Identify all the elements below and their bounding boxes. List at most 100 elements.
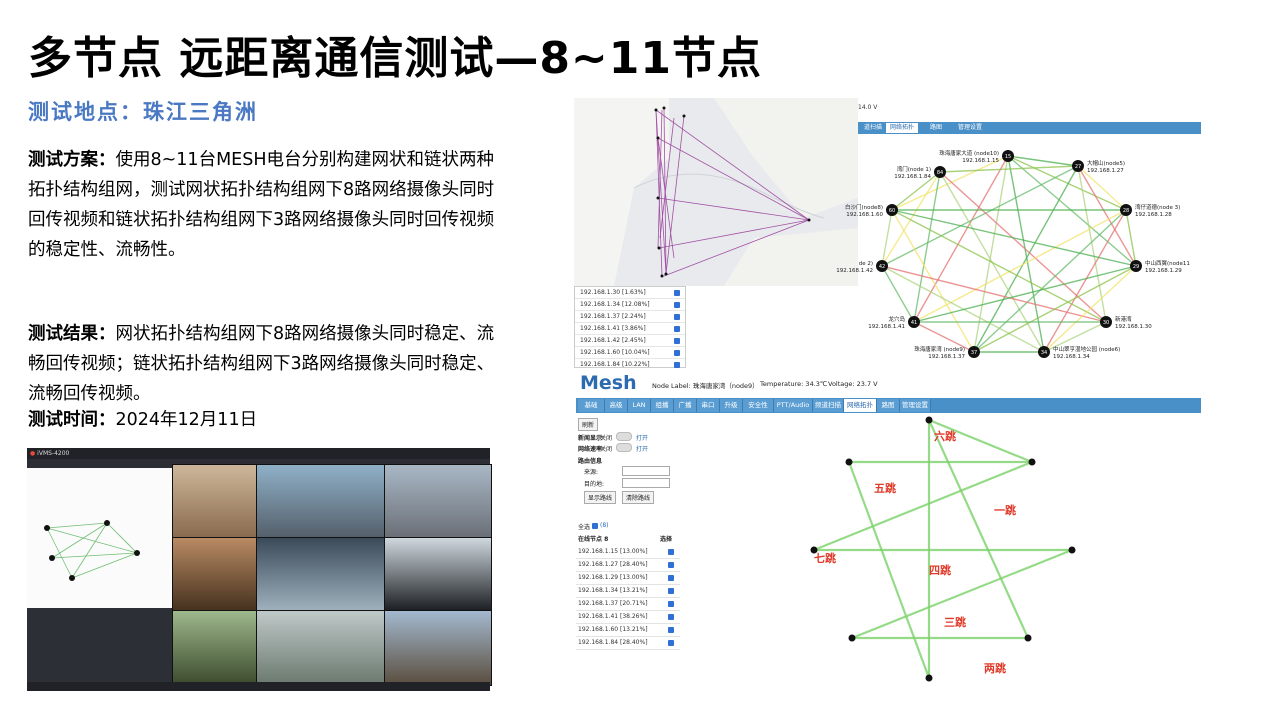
topology-node[interactable] bbox=[934, 166, 946, 178]
online-node-row: 192.168.1.27 [28.40%] bbox=[576, 559, 680, 572]
test-plan-label: 测试方案： bbox=[28, 150, 116, 170]
chain-node[interactable] bbox=[810, 546, 818, 554]
topology-node-ip: 192.168.1.84 bbox=[894, 174, 931, 180]
chain-node[interactable] bbox=[845, 458, 853, 466]
mesh-tab[interactable]: 频道扫描 bbox=[813, 399, 844, 412]
topo-tab[interactable]: 道扫描 bbox=[864, 124, 883, 131]
online-node-row: 192.168.1.60 [13.21%] bbox=[576, 624, 680, 637]
voltage-readout: 14.0 V bbox=[858, 104, 878, 111]
online-node-checkbox[interactable] bbox=[668, 627, 674, 633]
topology-node[interactable] bbox=[1072, 160, 1084, 172]
chain-link bbox=[851, 548, 1073, 640]
topology-node[interactable] bbox=[1002, 150, 1014, 162]
topo-tab[interactable]: 管理设置 bbox=[958, 124, 983, 131]
ip-checkbox[interactable] bbox=[674, 325, 680, 332]
online-node-text: 192.168.1.84 [28.40%] bbox=[578, 639, 648, 646]
online-node-row: 192.168.1.41 [38.26%] bbox=[576, 611, 680, 624]
mesh-tab[interactable]: 组播 bbox=[651, 399, 674, 412]
topo-tab[interactable]: 路图 bbox=[930, 124, 943, 131]
chain-node[interactable] bbox=[1068, 546, 1076, 554]
nvr-mini-topology bbox=[27, 468, 172, 608]
mesh-tab[interactable]: 串口 bbox=[697, 399, 720, 412]
ip-list-text: 192.168.1.30 [1.63%] bbox=[580, 289, 646, 296]
test-time: 测试时间：2024年12月11日 bbox=[28, 405, 498, 435]
dest-select[interactable] bbox=[622, 478, 670, 488]
topology-node[interactable] bbox=[1130, 260, 1142, 272]
topology-node[interactable] bbox=[1120, 204, 1132, 216]
ip-checkbox[interactable] bbox=[674, 301, 680, 308]
online-node-row: 192.168.1.84 [28.40%] bbox=[576, 637, 680, 650]
online-node-checkbox[interactable] bbox=[668, 601, 674, 607]
topology-node-id: 34 bbox=[1041, 350, 1047, 356]
topology-link bbox=[891, 209, 1107, 323]
mesh-tab[interactable]: PTT/Audio bbox=[774, 399, 813, 412]
online-node-checkbox[interactable] bbox=[668, 588, 674, 594]
camera-tile bbox=[256, 464, 385, 538]
topology-link bbox=[1007, 155, 1127, 211]
chain-node[interactable] bbox=[848, 634, 856, 642]
online-node-checkbox[interactable] bbox=[668, 575, 674, 581]
nvr-toolbar bbox=[27, 459, 490, 468]
chain-node[interactable] bbox=[1024, 634, 1032, 642]
map-canvas bbox=[574, 98, 858, 286]
topology-link bbox=[1007, 155, 1045, 353]
online-node-checkbox[interactable] bbox=[668, 640, 674, 646]
topology-node[interactable] bbox=[876, 260, 888, 272]
topology-node-ip: 192.168.1.29 bbox=[1145, 268, 1182, 274]
ip-checkbox[interactable] bbox=[674, 337, 680, 344]
online-node-row: 192.168.1.37 [20.71%] bbox=[576, 598, 680, 611]
topology-link bbox=[1125, 209, 1137, 267]
mesh-tab[interactable]: LAN bbox=[628, 399, 651, 412]
topology-node-label: 湾仔道德(node 3) bbox=[1135, 203, 1180, 211]
topology-node[interactable] bbox=[1038, 346, 1050, 358]
online-node-checkbox[interactable] bbox=[668, 549, 674, 555]
topo-tab[interactable]: 网络拓扑 bbox=[886, 123, 919, 133]
topology-node[interactable] bbox=[886, 204, 898, 216]
topology-link bbox=[973, 155, 1009, 353]
refresh-button[interactable]: 刷新 bbox=[578, 418, 599, 431]
mesh-tab[interactable]: 广播 bbox=[674, 399, 697, 412]
route-map bbox=[574, 98, 858, 286]
chain-node[interactable] bbox=[925, 416, 933, 424]
chain-node[interactable] bbox=[1028, 458, 1036, 466]
online-node-checkbox[interactable] bbox=[668, 562, 674, 568]
online-node-checkbox[interactable] bbox=[668, 614, 674, 620]
mesh-tab[interactable]: 网络拓扑 bbox=[844, 399, 877, 412]
mesh-left-panel: 刷新 新闻显示 关闭 打开 网络速率 关闭 打开 路由信息 来源: 目的地: 显… bbox=[576, 416, 682, 690]
topology-node-ip: 192.168.1.34 bbox=[1053, 354, 1090, 360]
topology-node[interactable] bbox=[1100, 316, 1112, 328]
topology-link bbox=[913, 171, 941, 323]
test-time-text: 2024年12月11日 bbox=[115, 410, 258, 430]
clear-route-button[interactable]: 清除路线 bbox=[622, 491, 655, 504]
ip-list-row: 192.168.1.42 [2.45%] bbox=[575, 335, 685, 347]
link-quality-toggle[interactable] bbox=[616, 432, 632, 441]
ip-checkbox[interactable] bbox=[674, 289, 680, 296]
ip-checkbox[interactable] bbox=[674, 313, 680, 320]
ip-checkbox[interactable] bbox=[674, 349, 680, 356]
chain-node[interactable] bbox=[925, 674, 933, 682]
mesh-tab[interactable]: 基础 bbox=[578, 399, 605, 412]
mesh-tab[interactable]: 路图 bbox=[877, 399, 900, 412]
source-select[interactable] bbox=[622, 466, 670, 476]
show-route-button[interactable]: 显示路线 bbox=[584, 491, 617, 504]
topology-link bbox=[1043, 209, 1127, 353]
rate-label: 网络速率 bbox=[578, 446, 603, 453]
link-quality-state: 关闭 bbox=[600, 435, 613, 442]
topology-link bbox=[1077, 165, 1107, 323]
ip-checkbox[interactable] bbox=[674, 361, 680, 368]
topology-node[interactable] bbox=[908, 316, 920, 328]
mesh-tab[interactable]: 安全性 bbox=[743, 399, 774, 412]
topology-node[interactable] bbox=[968, 346, 980, 358]
rate-toggle[interactable] bbox=[616, 443, 632, 452]
select-all-checkbox[interactable] bbox=[592, 523, 598, 529]
topology-node-id: 15 bbox=[1005, 154, 1011, 160]
mesh-tab[interactable]: 升级 bbox=[720, 399, 743, 412]
camera-tile bbox=[172, 537, 257, 611]
topology-node-label: 大帽山(node5) bbox=[1087, 159, 1125, 167]
ip-list-text: 192.168.1.42 [2.45%] bbox=[580, 337, 646, 344]
test-result: 测试结果：网状拓扑结构组网下8路网络摄像头同时稳定、流畅回传视频；链状拓扑结构组… bbox=[28, 319, 498, 409]
test-result-text: 网状拓扑结构组网下8路网络摄像头同时稳定、流畅回传视频；链状拓扑结构组网下3路网… bbox=[28, 324, 495, 404]
topology-node-id: 41 bbox=[911, 320, 917, 326]
mesh-tab[interactable]: 管理设置 bbox=[900, 399, 931, 412]
mesh-tab[interactable]: 高级 bbox=[605, 399, 628, 412]
